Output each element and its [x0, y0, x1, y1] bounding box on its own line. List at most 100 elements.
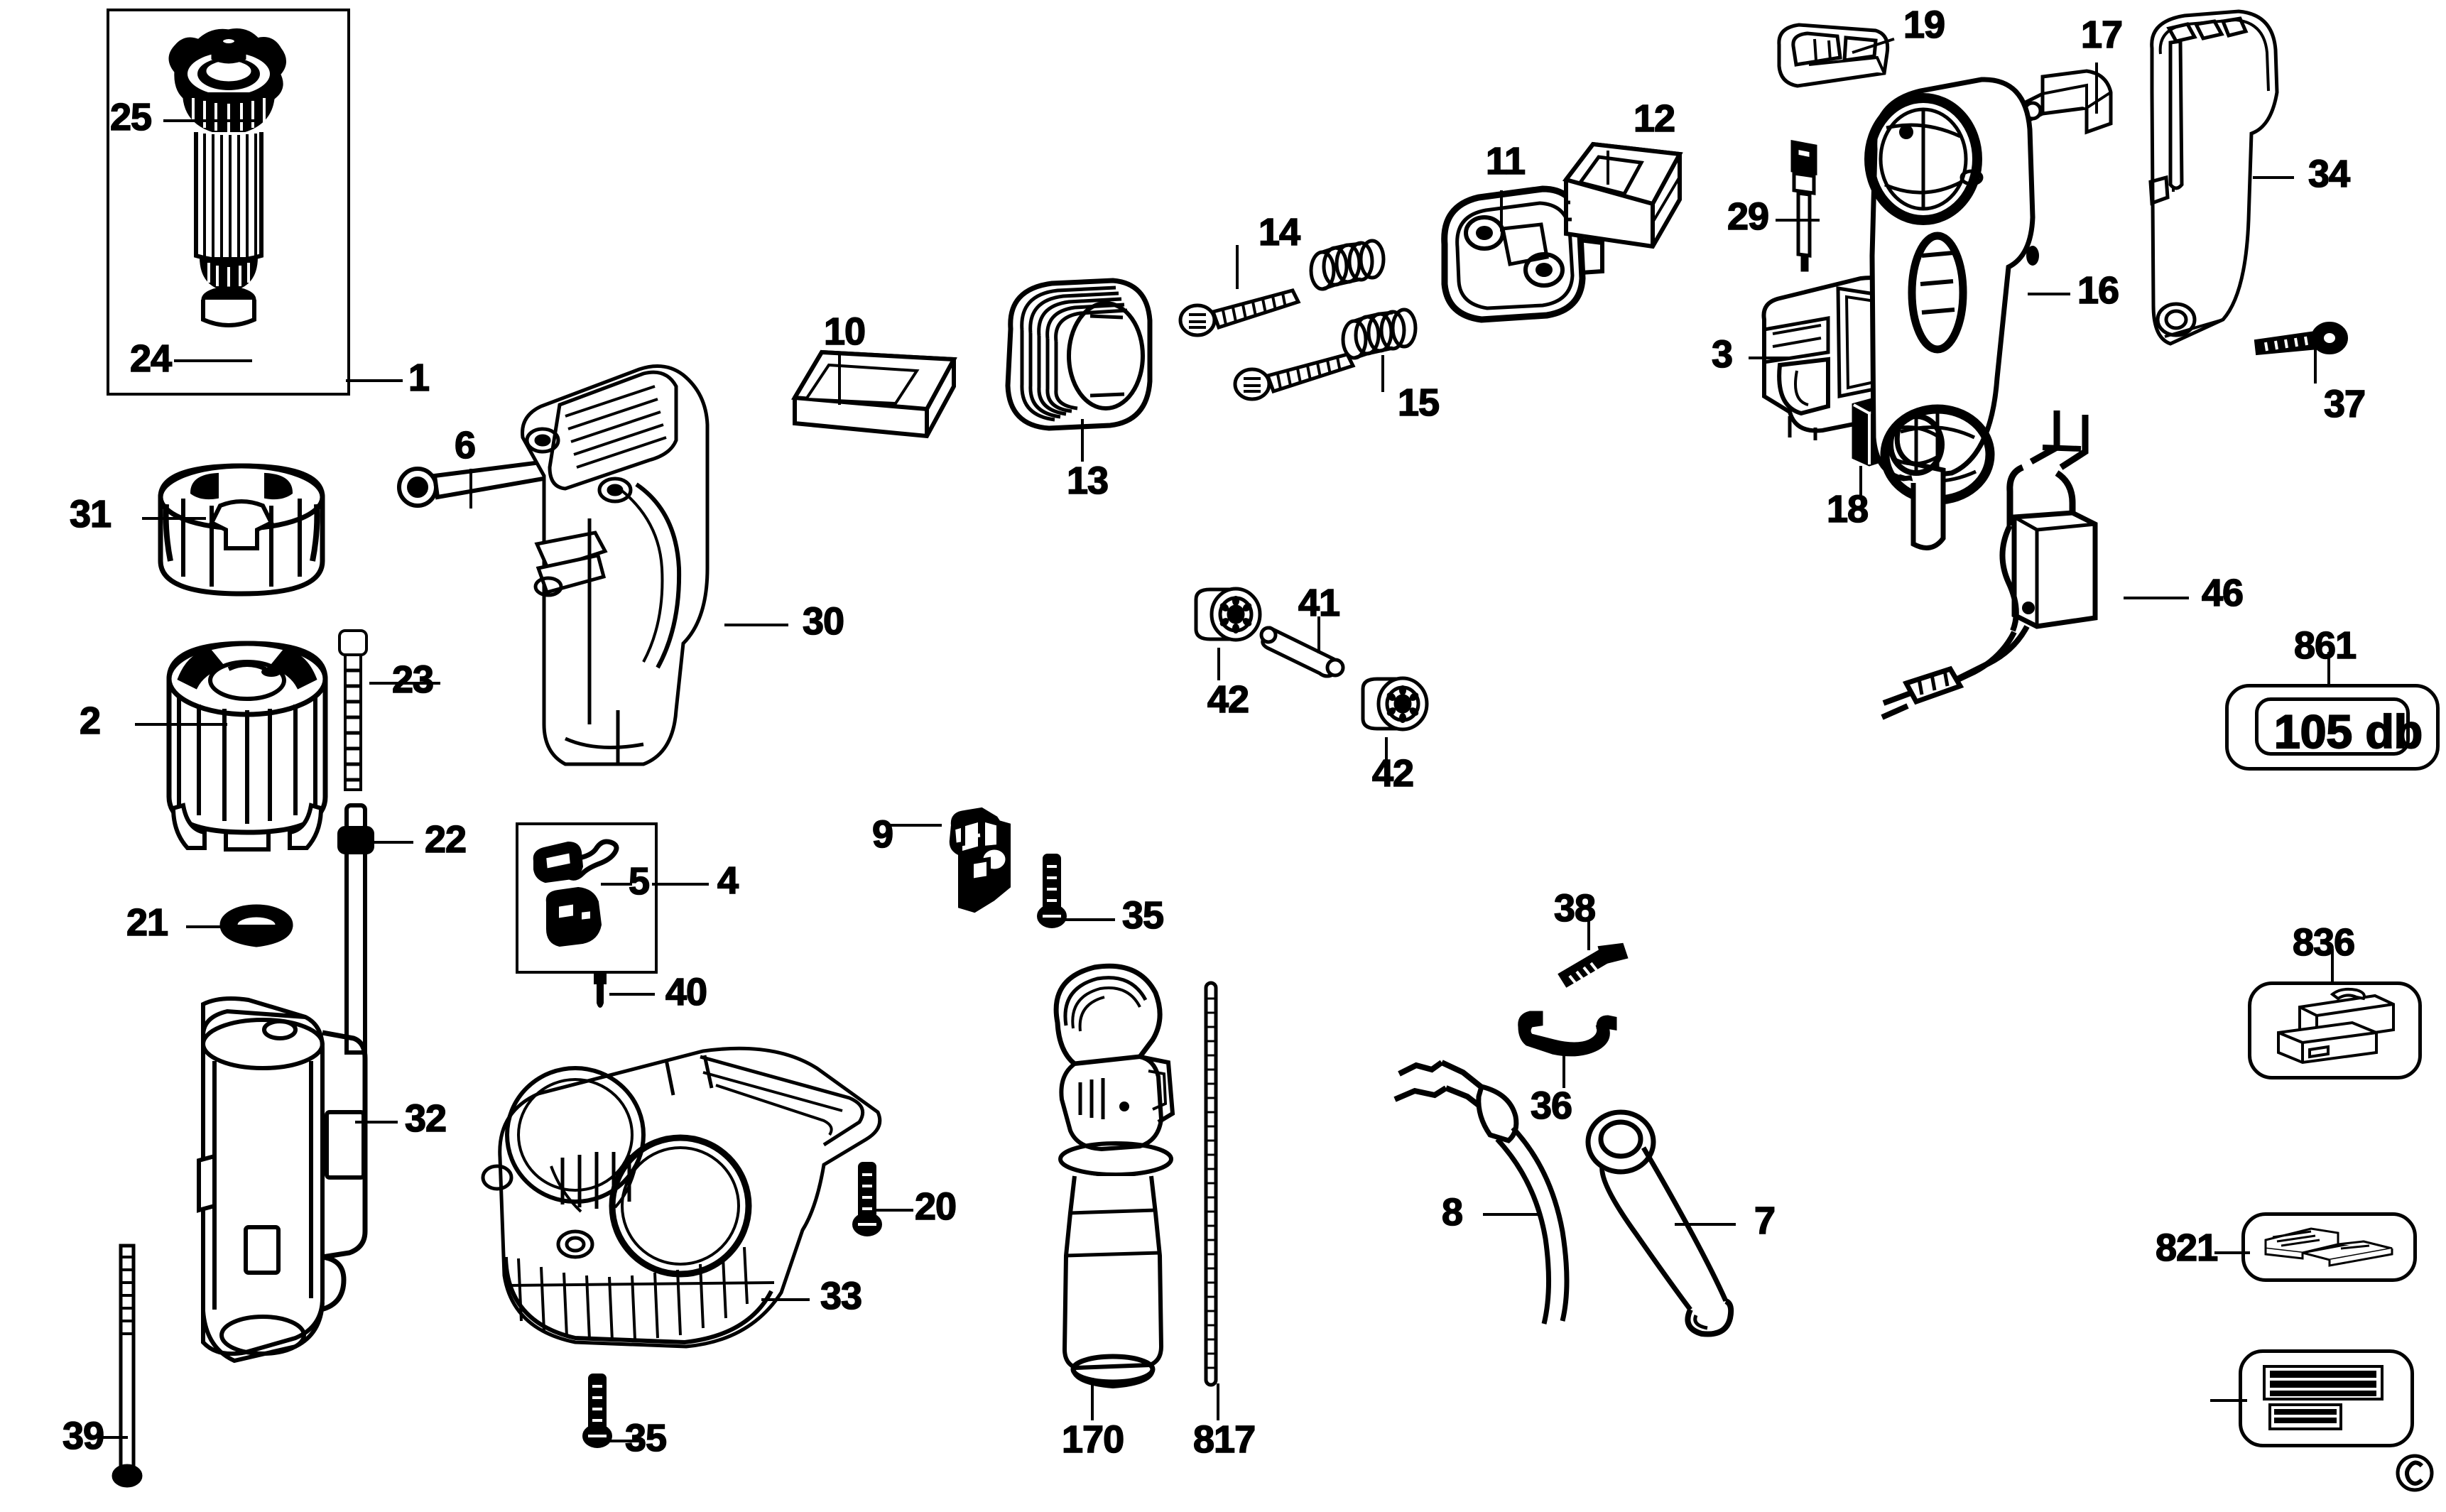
- callout-39: 39: [62, 1415, 105, 1457]
- leader-36: [1562, 1053, 1565, 1088]
- leader-31: [142, 517, 206, 520]
- callout-836: 821: [2155, 1227, 2219, 1269]
- side-handle-grip-art: [1575, 1108, 1746, 1342]
- clamp-screw-art: [1554, 937, 1632, 994]
- copyright-mark: [2395, 1453, 2435, 1493]
- cord-clamp-saddle-art: [1511, 1003, 1618, 1067]
- callout-34: 34: [2308, 153, 2351, 195]
- callout-42-a: 42: [1207, 678, 1250, 721]
- leader-13: [1081, 419, 1084, 462]
- mode-selector-knob-art: [2016, 64, 2122, 142]
- leader-2: [135, 723, 227, 726]
- callout-25: 25: [109, 96, 153, 138]
- leader-14: [1236, 245, 1239, 289]
- leader-34: [2253, 176, 2294, 179]
- leader-821: [2210, 1399, 2247, 1402]
- carbon-brush-art: [531, 837, 645, 957]
- callout-35-a: 35: [624, 1417, 668, 1459]
- leader-5: [601, 883, 632, 886]
- long-tie-bolt-art: [112, 1243, 143, 1491]
- switch-housing-frame-art: [1435, 179, 1605, 328]
- leader-29: [1776, 219, 1820, 222]
- leader-1: [346, 379, 403, 382]
- leader-22: [372, 841, 413, 844]
- leader-20: [876, 1209, 913, 1212]
- leader-24: [174, 359, 252, 362]
- compression-spring-art-b: [1339, 307, 1418, 364]
- leader-170: [1217, 1383, 1219, 1420]
- leader-32: [355, 1121, 398, 1124]
- leader-41: [1317, 616, 1320, 653]
- callout-46: 46: [2201, 572, 2244, 614]
- handle-shell-right-art: [2145, 7, 2301, 369]
- callout-33: 33: [820, 1275, 863, 1317]
- callout-29: 29: [1727, 195, 1770, 238]
- callout-21: 21: [126, 901, 169, 944]
- callout-160: 170: [1061, 1418, 1125, 1461]
- gear-case-cover-art: [497, 355, 781, 781]
- rubber-bellows-boot-art: [984, 273, 1161, 437]
- callout-22: 22: [424, 818, 467, 861]
- armature-group-frame: [107, 9, 350, 396]
- leader-17: [2095, 62, 2098, 114]
- wiring-harness-assembly-art: [1881, 405, 2180, 746]
- switch-boot-cover-art: [1559, 138, 1687, 252]
- leader-25: [163, 119, 263, 122]
- long-assembly-screw-art-b: [1233, 344, 1361, 401]
- long-assembly-screw-art-a: [1178, 281, 1307, 337]
- callout-40: 40: [665, 971, 708, 1013]
- side-handle-assembly-art: [1033, 957, 1190, 1398]
- housing-screw-art-a: [1037, 851, 1067, 929]
- callout-19: 19: [1903, 4, 1946, 46]
- callout-36: 36: [1530, 1084, 1573, 1127]
- leader-35a: [605, 1440, 645, 1442]
- callout-4: 4: [717, 859, 739, 902]
- callout-9: 9: [871, 813, 894, 856]
- callout-1: 1: [408, 357, 430, 399]
- leader-16: [2028, 293, 2070, 295]
- leader-3: [1749, 357, 1790, 359]
- cord-retainer-clip-art: [936, 804, 1021, 918]
- callout-32: 32: [404, 1097, 447, 1140]
- leader-30: [724, 624, 788, 626]
- field-stator-art: [155, 619, 339, 854]
- leader-836: [2214, 1251, 2250, 1254]
- callout-10: 10: [823, 310, 866, 353]
- gear-housing-screw-art: [852, 1159, 882, 1237]
- callout-7: 7: [1754, 1200, 1776, 1242]
- callout-41: 41: [1298, 582, 1341, 624]
- depth-gauge-rod-art: [1200, 979, 1222, 1391]
- gear-housing-art: [481, 1044, 888, 1364]
- motor-housing-shield-art: [128, 993, 398, 1419]
- field-mounting-screw-art: [334, 626, 374, 804]
- leader-12: [1607, 151, 1609, 185]
- callout-11: 11: [1485, 140, 1526, 183]
- leader-9: [889, 824, 942, 827]
- callout-37: 37: [2323, 383, 2366, 425]
- instruction-manual-art: [2256, 1362, 2398, 1433]
- callout-16: 16: [2077, 269, 2120, 312]
- leader-37: [2314, 349, 2317, 384]
- square-guide-tube-art: [785, 348, 962, 440]
- callout-14: 14: [1258, 211, 1301, 254]
- handle-clamp-bolt-art: [2250, 320, 2349, 362]
- callout-8: 8: [1441, 1191, 1464, 1234]
- leader-42a: [1217, 648, 1220, 680]
- leader-861: [2331, 949, 2334, 984]
- power-cord-set-art: [1384, 1028, 1668, 1327]
- brush-lead-terminal-art: [1783, 135, 1825, 277]
- leader-46: [2124, 597, 2189, 599]
- case-insert-tray-art: [2256, 1220, 2398, 1270]
- leader-18: [1859, 466, 1862, 499]
- leader-21: [186, 925, 223, 928]
- callout-35-b: 35: [1121, 894, 1165, 937]
- brush-retainer-pin-art: [588, 972, 612, 1014]
- callout-18: 18: [1826, 488, 1869, 531]
- needle-bearing-art-b: [1353, 673, 1431, 737]
- callout-24: 24: [129, 337, 173, 380]
- callout-5: 5: [628, 860, 651, 903]
- leader-4: [652, 883, 709, 886]
- brush-kit-frame: [516, 822, 658, 974]
- leader-8: [1483, 1213, 1541, 1216]
